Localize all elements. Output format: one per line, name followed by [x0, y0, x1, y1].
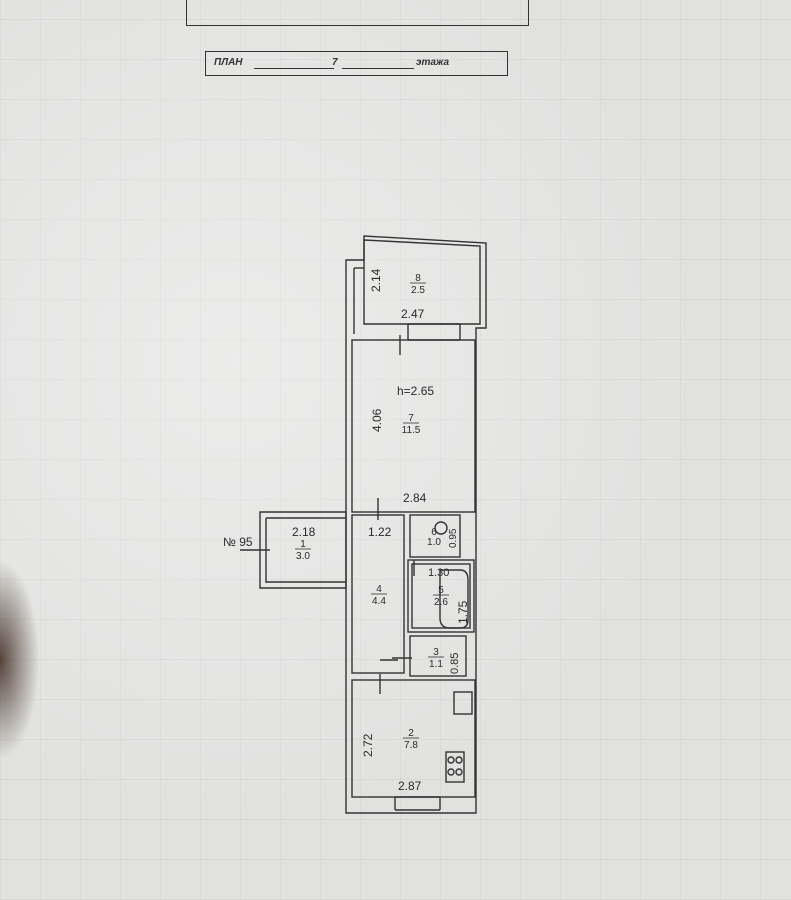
ceiling-height: h=2.65 [397, 384, 434, 398]
room-5-area: 2.6 [434, 597, 448, 608]
stove-burner-icon [455, 768, 463, 776]
room-2-number: 2 [408, 728, 414, 739]
dim-1-30: 1.30 [428, 567, 449, 579]
dim-2-18: 2.18 [292, 525, 316, 539]
room-5-number: 5 [438, 585, 444, 596]
floor-number: 7 [332, 57, 338, 68]
outer-wall [345, 235, 487, 814]
sink-icon [453, 691, 473, 715]
top-title-frame [186, 0, 529, 26]
dim-2-14: 2.14 [369, 268, 383, 292]
stove-burner-icon [447, 768, 455, 776]
room-7-number: 7 [408, 413, 414, 424]
plan-label: ПЛАН [214, 57, 243, 68]
room-1-area: 3.0 [296, 551, 310, 562]
stove-icon [445, 751, 465, 783]
underline-1 [254, 68, 334, 69]
room-7-area: 11.5 [402, 425, 421, 436]
room-8-outline [363, 239, 481, 325]
room-2-area: 7.8 [404, 740, 418, 751]
room-5-outline [407, 559, 475, 633]
dim-2-72: 2.72 [361, 733, 375, 757]
dim-0-95: 0.95 [448, 528, 459, 548]
room-1-outline [259, 511, 347, 589]
floor-suffix: этажа [416, 57, 450, 68]
dim-1-75: 1.75 [456, 600, 470, 624]
apartment-number: № 95 [223, 535, 253, 549]
dim-2-87: 2.87 [398, 779, 422, 793]
finger-shadow [0, 560, 40, 760]
stove-burner-icon [455, 756, 463, 764]
room-5-inner [411, 563, 471, 629]
window-room-2 [394, 796, 441, 811]
dim-4-06: 4.06 [370, 408, 384, 432]
room-3-number: 3 [433, 647, 439, 658]
dim-1-22: 1.22 [368, 525, 392, 539]
stove-burner-icon [447, 756, 455, 764]
underline-2 [342, 68, 414, 69]
room-6-area: 1.0 [427, 537, 441, 548]
dim-2-84: 2.84 [403, 491, 427, 505]
room-1-number: 1 [300, 539, 306, 550]
bathtub-icon [439, 569, 469, 629]
room-1-inner [265, 517, 346, 583]
room-8-area: 2.5 [411, 285, 425, 296]
room-8-number: 8 [415, 273, 421, 284]
dim-2-47: 2.47 [401, 307, 425, 321]
dim-0-85: 0.85 [449, 653, 461, 674]
room-3-outline [409, 635, 467, 677]
room-6-outline [409, 514, 461, 558]
toilet-icon [434, 521, 448, 535]
room-6-number: 6 [431, 527, 437, 538]
room-4-number: 4 [376, 584, 382, 595]
floor-title-box: ПЛАН 7 этажа [205, 51, 508, 76]
door-marks [240, 335, 415, 694]
room-4-area: 4.4 [372, 596, 386, 607]
window-room-7 [407, 323, 461, 341]
room-3-area: 1.1 [429, 659, 443, 670]
